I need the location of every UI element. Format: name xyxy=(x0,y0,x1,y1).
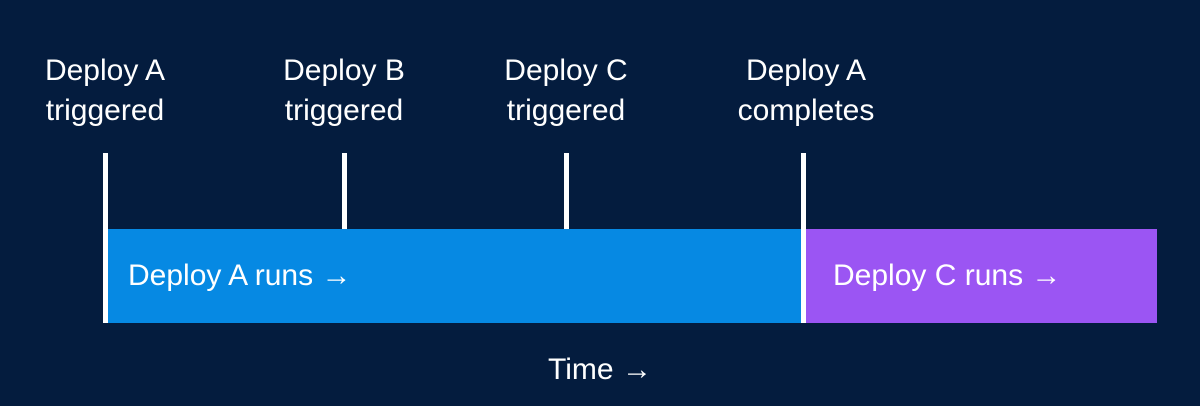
deploy-a-runs-bar-label: Deploy A runs → xyxy=(128,259,352,292)
event-label-line: Deploy B xyxy=(283,54,405,87)
deploy-c-runs-bar: Deploy C runs → xyxy=(806,229,1157,323)
deploy-c-runs-bar-label: Deploy C runs → xyxy=(833,259,1062,292)
event-label-deploy-a-completes: Deploy A completes xyxy=(738,51,875,131)
event-label-line: Deploy A xyxy=(44,54,166,87)
deploy-a-runs-bar: Deploy A runs → xyxy=(108,229,801,323)
event-label-line: Deploy A xyxy=(745,54,867,87)
tick-deploy-b-triggered xyxy=(342,153,347,229)
tick-deploy-a-triggered xyxy=(103,153,108,323)
event-label-line: triggered xyxy=(45,94,165,127)
event-label-line: Deploy C xyxy=(504,54,628,87)
tick-deploy-a-completes xyxy=(801,153,806,323)
event-label-deploy-c-triggered: Deploy C triggered xyxy=(504,51,627,131)
tick-deploy-c-triggered xyxy=(564,153,569,229)
event-label-line: completes xyxy=(737,94,875,127)
event-label-line: triggered xyxy=(506,94,626,127)
event-label-line: triggered xyxy=(284,94,404,127)
time-axis-label: Time → xyxy=(548,353,652,386)
event-label-deploy-b-triggered: Deploy B triggered xyxy=(283,51,405,131)
event-label-deploy-a-triggered: Deploy A triggered xyxy=(45,51,165,131)
